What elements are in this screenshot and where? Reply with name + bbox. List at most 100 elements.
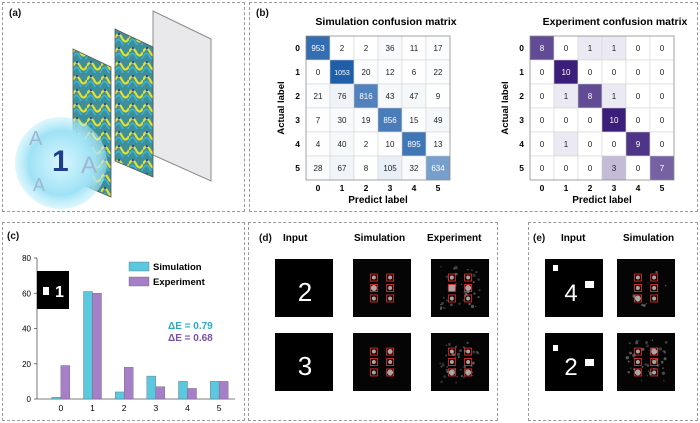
speckle: [456, 352, 461, 357]
speckle: [650, 347, 655, 351]
light-spot: [371, 349, 376, 354]
speckle: [441, 362, 444, 365]
speckle: [464, 275, 466, 277]
matrix-cell-value: 20: [362, 68, 371, 77]
x-tick-label: 1: [90, 403, 95, 413]
speckle: [472, 280, 475, 284]
bar-simulation: [114, 391, 125, 400]
detector-region: [633, 294, 642, 303]
matrix-cell-value: 43: [386, 92, 395, 101]
y-tick-label: 0: [519, 43, 524, 53]
light-spot: [447, 284, 456, 292]
x-tick-label: 5: [436, 183, 441, 193]
speckle: [645, 302, 648, 305]
speckle: [635, 340, 638, 343]
matrix-cell: [377, 107, 403, 133]
speckle: [646, 364, 650, 367]
light-spot: [466, 360, 471, 364]
column-input-label-e: Input: [561, 233, 586, 244]
speckle: [463, 349, 467, 353]
speckle: [662, 350, 665, 353]
speckle: [468, 302, 471, 306]
matrix-frame: [529, 35, 675, 181]
speckle: [465, 293, 468, 296]
speckle: [462, 299, 465, 302]
speckle: [462, 346, 465, 349]
light-spot: [371, 360, 376, 364]
x-tick-label: 4: [185, 403, 190, 413]
inset-blob: [43, 287, 49, 295]
matrix-cell-value: 0: [636, 92, 641, 101]
output-image: [617, 333, 675, 391]
matrix-cell: [377, 155, 403, 181]
delta-e-annotation: ΔE = 0.79: [168, 321, 213, 332]
matrix-cell-value: 13: [434, 140, 443, 149]
speckle: [655, 349, 659, 353]
detector-region: [464, 273, 473, 282]
x-tick-label: 3: [388, 183, 393, 193]
matrix-title: Experiment confusion matrix: [543, 16, 688, 28]
y-axis-label: Actual label: [500, 81, 511, 134]
speckle: [633, 357, 635, 359]
matrix-cell: [553, 107, 579, 133]
light-spot: [449, 275, 454, 280]
speckle: [472, 350, 476, 354]
detector-region: [447, 294, 456, 303]
matrix-cell: [401, 131, 427, 157]
speckle: [478, 289, 481, 292]
matrix-cell-value: 0: [588, 68, 593, 77]
speckle: [656, 363, 660, 367]
y-tick-label: 3: [519, 115, 524, 125]
legend-label: Experiment: [153, 277, 206, 288]
matrix-cell-value: 856: [383, 116, 397, 125]
inset-image: [37, 271, 69, 309]
matrix-cell-value: 0: [588, 116, 593, 125]
matrix-cell-value: 17: [434, 44, 443, 53]
speckle: [645, 341, 649, 345]
speckle: [446, 366, 449, 368]
matrix-cell: [305, 59, 331, 85]
light-spot: [388, 360, 393, 364]
matrix-cell-value: 0: [588, 164, 593, 173]
detector-region: [386, 368, 395, 377]
speckle: [445, 368, 449, 372]
speckle: [440, 380, 444, 384]
matrix-cell-value: 0: [660, 68, 665, 77]
light-spot: [388, 296, 393, 301]
speckle: [448, 284, 450, 286]
panel-e-label: (e): [533, 233, 546, 244]
matrix-cell: [529, 59, 555, 85]
light-spot: [652, 370, 657, 375]
speckle: [452, 368, 455, 372]
bar-experiment: [60, 365, 71, 400]
speckle: [441, 302, 444, 305]
light-spot: [634, 295, 641, 302]
matrix-cell-value: 0: [540, 164, 545, 173]
x-tick-label: 5: [660, 183, 665, 193]
input-blob: [553, 345, 558, 351]
y-tick-label: 1: [295, 67, 300, 77]
speckle: [455, 282, 457, 284]
matrix-cell: [529, 107, 555, 133]
speckle: [648, 350, 650, 352]
input-blob: [585, 359, 594, 366]
matrix-frame: [305, 35, 451, 181]
light-spot: [465, 285, 472, 291]
y-tick-label: 20: [22, 360, 31, 369]
speckle: [442, 296, 445, 299]
speckle: [656, 347, 659, 350]
light-spot: [388, 275, 393, 280]
matrix-cell: [553, 83, 579, 109]
x-tick-label: 1: [340, 183, 345, 193]
speckle: [654, 358, 658, 362]
speckle: [439, 362, 441, 365]
matrix-cell: [625, 131, 651, 157]
input-digit: 2: [298, 277, 312, 307]
speckle: [663, 350, 666, 353]
x-tick-label: 0: [58, 403, 63, 413]
detector-region: [386, 284, 395, 292]
matrix-cell: [305, 107, 331, 133]
column-simulation-label: Simulation: [354, 233, 406, 244]
speckle: [646, 374, 649, 377]
